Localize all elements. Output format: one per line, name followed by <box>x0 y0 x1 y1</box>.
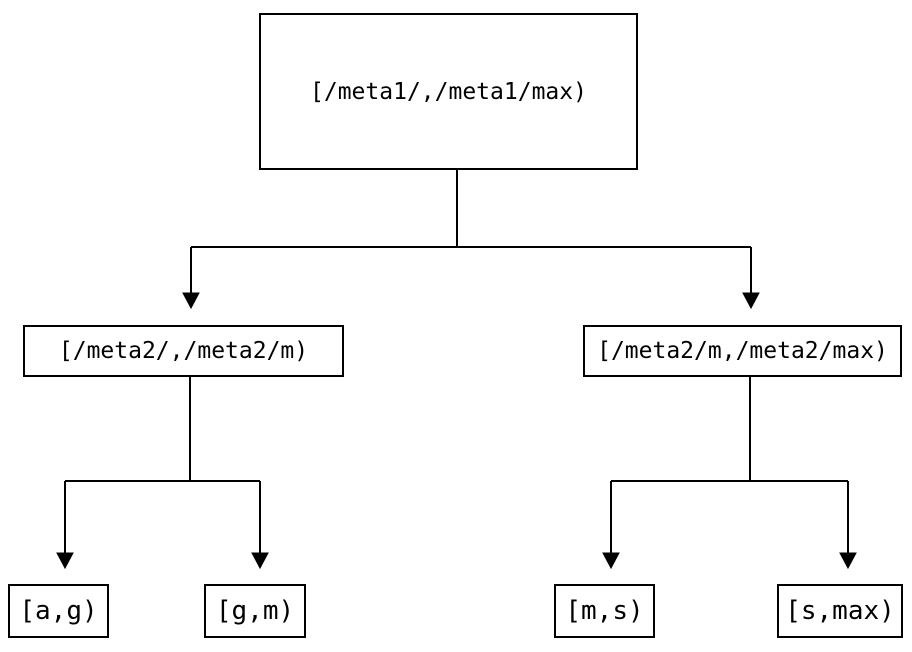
arrowhead-down-icon <box>602 552 620 570</box>
arrowhead-down-icon <box>56 552 74 570</box>
arrowhead-down-icon <box>182 292 200 310</box>
node-leaf-s-max: [s,max) <box>777 584 903 638</box>
node-leaf-g-m: [g,m) <box>204 584 306 638</box>
edge-meta2-right-to-leaves <box>610 377 849 554</box>
arrowhead-down-icon <box>742 292 760 310</box>
node-meta2-left-range: [/meta2/,/meta2/m) <box>23 325 344 377</box>
arrowhead-down-icon <box>839 552 857 570</box>
node-root-meta1-range: [/meta1/,/meta1/max) <box>259 13 638 170</box>
edge-root-to-children <box>190 170 752 294</box>
edge-meta2-left-to-leaves <box>64 377 261 554</box>
node-leaf-m-s: [m,s) <box>554 584 655 638</box>
arrowhead-down-icon <box>251 552 269 570</box>
node-meta2-right-range: [/meta2/m,/meta2/max) <box>583 325 902 377</box>
node-leaf-a-g: [a,g) <box>8 584 109 638</box>
